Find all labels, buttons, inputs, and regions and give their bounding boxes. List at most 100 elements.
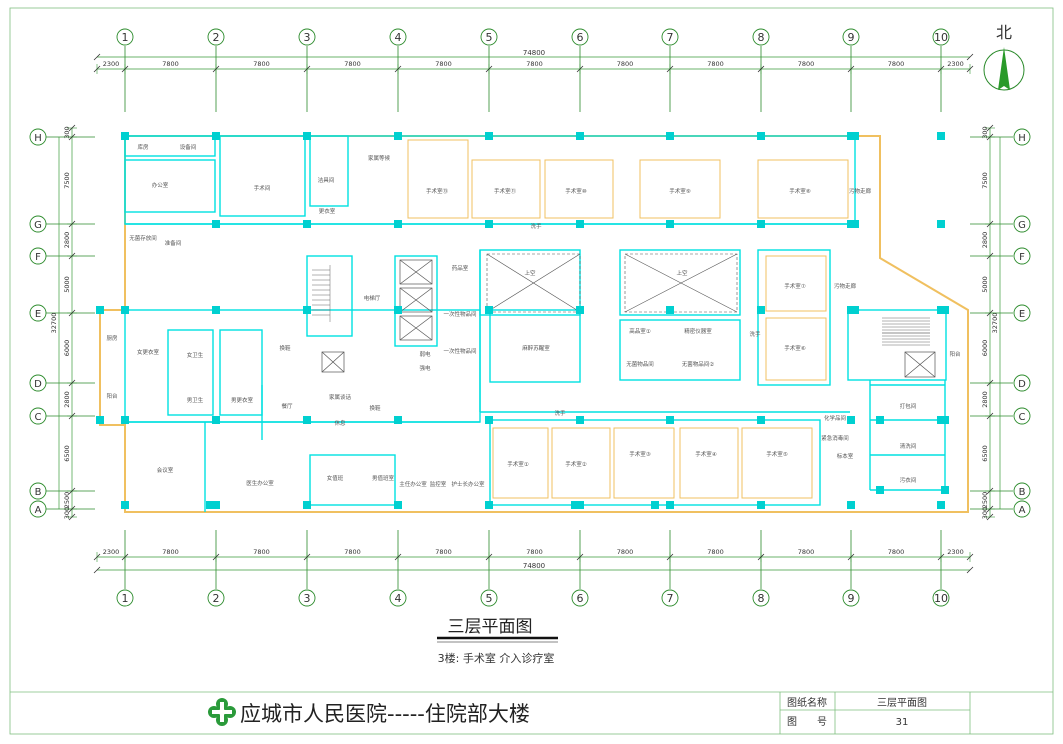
inner-walls: [124, 135, 947, 512]
column-marker: [576, 501, 584, 509]
column-axis-bubble: [661, 28, 679, 46]
room-label: 手术室①: [507, 460, 529, 468]
row-axis-bubble: [29, 215, 47, 233]
room-label: 会议室: [157, 466, 174, 474]
room-label: 精密仪器室: [684, 327, 712, 335]
column-axis-bubble: [389, 28, 407, 46]
column-axis-label: 6: [577, 592, 584, 605]
column-marker: [485, 501, 493, 509]
room-label: 一次性物品间: [443, 310, 476, 318]
room-label: 标本室: [837, 452, 854, 460]
dimension-span: 2300: [947, 548, 964, 556]
row-axis-bubble: [29, 482, 47, 500]
dimension-total-vertical: 32700: [991, 313, 999, 334]
room-label: 手术室⑨: [669, 187, 691, 195]
row-axis-label: D: [34, 379, 42, 390]
room-label: 手术室⑥: [784, 344, 806, 352]
column-marker: [206, 501, 214, 509]
column-axis-bubble: [842, 589, 860, 607]
room-label: 手术室⑧: [789, 187, 811, 195]
column-axis-label: 2: [213, 592, 220, 605]
dimension-span: 7800: [888, 60, 905, 68]
room-label: 库房: [137, 143, 149, 151]
room-label: 紧急消毒间: [821, 434, 849, 442]
room-label: 上空: [676, 269, 688, 277]
row-axis-label: A: [35, 505, 42, 516]
row-axis-label: H: [34, 133, 42, 144]
dimension-span: 2300: [947, 60, 964, 68]
column-marker: [941, 416, 949, 424]
row-axis-bubble: [29, 247, 47, 265]
room-label: 麻醉苏醒室: [522, 344, 550, 352]
dimension-row-span: 7500: [981, 172, 989, 189]
room-label: 办公室: [152, 181, 169, 189]
column-axis-label: 4: [395, 592, 402, 605]
column-marker: [96, 416, 104, 424]
dimension-total: 74800: [523, 562, 545, 570]
column-axis-bubble: [752, 28, 770, 46]
room-label: 监控室: [430, 480, 447, 488]
room-label: 主任办公室: [399, 480, 427, 488]
row-axis-bubble: [29, 374, 47, 392]
column-marker: [394, 306, 402, 314]
column-marker: [212, 416, 220, 424]
column-axis-bubble: [932, 589, 950, 607]
row-axis-bubble: [1013, 215, 1031, 233]
sheet-border: [9, 7, 1054, 735]
column-marker: [576, 220, 584, 228]
column-marker: [851, 306, 859, 314]
column-marker: [303, 416, 311, 424]
column-marker: [851, 132, 859, 140]
row-axis-bubble: [1013, 304, 1031, 322]
row-axis-label: F: [35, 252, 41, 263]
column-axis-label: 8: [758, 592, 765, 605]
column-axis-label: 1: [122, 592, 129, 605]
dimension-row-span: 300: [63, 507, 71, 519]
column-axis-label: 7: [667, 592, 674, 605]
column-marker: [847, 501, 855, 509]
column-axis-bubble: [207, 28, 225, 46]
room-label: 污物走廊: [849, 187, 872, 195]
column-axis-bubble: [298, 28, 316, 46]
room-label: 家属等候: [368, 154, 391, 162]
room-label: 换鞋: [369, 404, 381, 412]
room-label: 家属谈话: [329, 393, 352, 401]
row-axis-label: C: [35, 412, 42, 423]
dimension-row-span: 300: [981, 507, 989, 519]
dimension-total-vertical: 32700: [50, 313, 58, 334]
dimension-span: 7800: [162, 548, 179, 556]
column-marker: [394, 416, 402, 424]
void-shafts: [486, 253, 738, 313]
column-axis-bubble: [116, 28, 134, 46]
column-marker: [571, 501, 579, 509]
room-label: 男卫生: [187, 396, 204, 404]
column-marker: [666, 306, 674, 314]
dimension-row-span: 7500: [63, 172, 71, 189]
room-label: 一次性物品间: [443, 347, 476, 355]
column-axis-bubble: [116, 589, 134, 607]
room-label: 无菌物品间: [626, 360, 654, 368]
row-axis-label: A: [1019, 505, 1026, 516]
room-label: 换鞋: [279, 344, 291, 352]
column-marker: [847, 416, 855, 424]
dimension-total: 74800: [523, 49, 545, 57]
row-axis-bubble: [29, 128, 47, 146]
row-axis-bubble: [1013, 500, 1031, 518]
column-marker: [651, 501, 659, 509]
row-axis-bubble: [1013, 374, 1031, 392]
column-marker: [394, 220, 402, 228]
row-axis-label: B: [1019, 487, 1026, 498]
column-marker: [941, 486, 949, 494]
dimension-row-span: 6000: [981, 340, 989, 357]
column-marker: [121, 132, 129, 140]
room-label: 手术室②: [565, 460, 587, 468]
row-axis-bubble: [29, 407, 47, 425]
room-label: 手术室⑦: [784, 282, 806, 290]
column-marker: [757, 501, 765, 509]
column-marker: [303, 306, 311, 314]
room-label: 男更衣室: [231, 396, 254, 404]
